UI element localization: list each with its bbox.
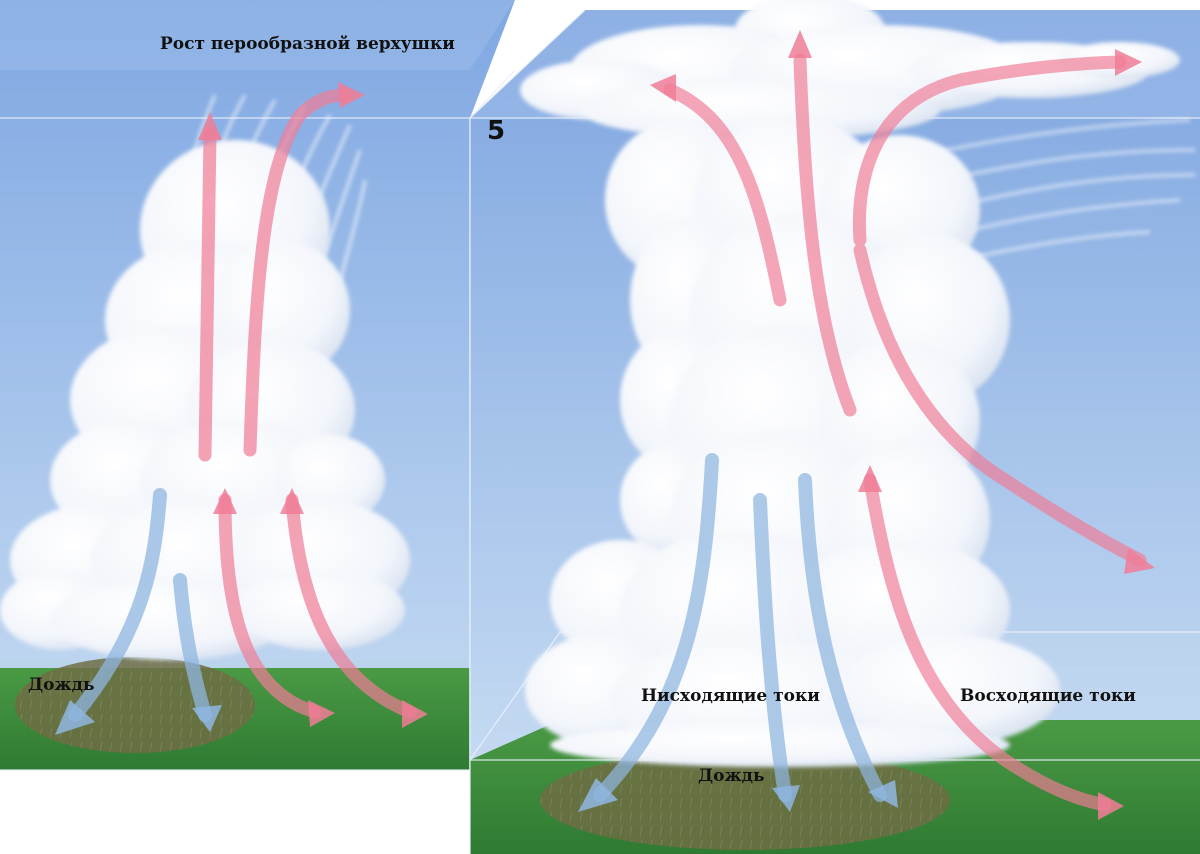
left-updraft-arrowhead (198, 112, 222, 140)
right-updraft-arrowhead (1098, 792, 1124, 820)
right-downdrafts (593, 453, 887, 802)
right-downdraft-arrowhead (578, 778, 618, 812)
left-top-label: Рост перообразной верхушки (160, 34, 455, 54)
left-downdraft-arrowhead (55, 700, 95, 735)
right-updraft-arrowhead (858, 465, 882, 492)
left-box-top (0, 0, 515, 70)
left-updraft-arrowhead (338, 82, 365, 108)
right-updrafts (663, 53, 1147, 812)
right-updraft-arrowhead (1124, 548, 1155, 574)
right-panel (469, 0, 1200, 854)
left-updraft-arrowhead (213, 488, 237, 514)
updrafts-label: Восходящие токи (960, 686, 1136, 706)
right-updraft-arrowhead (1115, 49, 1142, 76)
left-downdrafts (68, 488, 212, 722)
left-updraft-arrowhead (308, 700, 335, 727)
left-updraft-arrowhead (280, 488, 304, 514)
right-rain-label: Дождь (698, 766, 765, 786)
downdrafts-label: Нисходящие токи (641, 686, 820, 706)
right-downdraft-arrowhead (868, 780, 898, 808)
left-panel (0, 0, 516, 771)
panel-number: 5 (487, 116, 506, 146)
right-downdraft-arrowhead (772, 785, 800, 812)
left-rain-label: Дождь (28, 675, 95, 695)
left-updrafts (198, 88, 417, 719)
left-downdraft-arrowhead (192, 705, 222, 732)
left-updraft-arrowhead (402, 700, 428, 728)
right-updraft-arrowhead (650, 74, 676, 102)
right-updraft-arrowhead (788, 30, 812, 58)
